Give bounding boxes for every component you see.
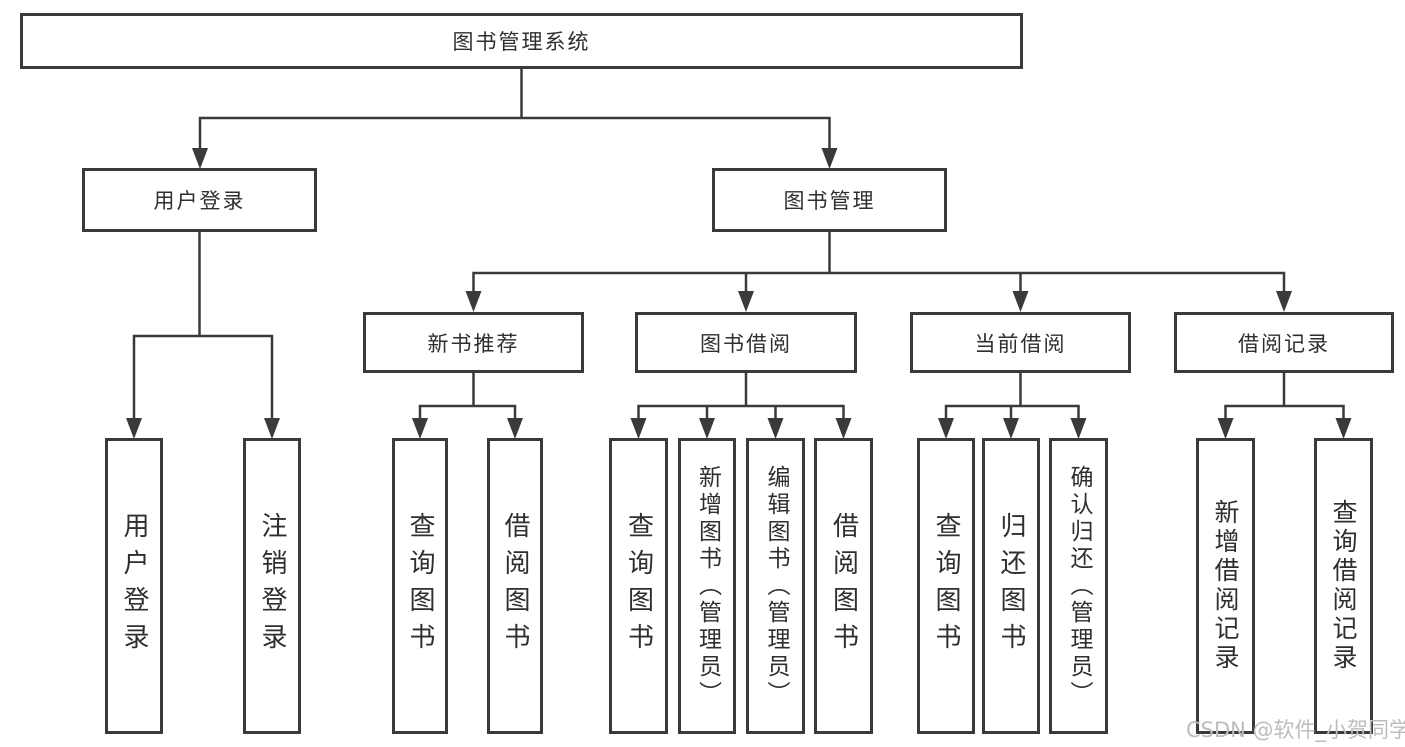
node-current-borrowing-label: 当前借阅 [974, 331, 1067, 356]
leaf-edit-book-admin: 编辑图书（管理员） [746, 438, 805, 734]
node-root-label: 图书管理系统 [452, 30, 591, 54]
leaf-query-borrow-record: 查询借阅记录 [1314, 438, 1373, 734]
watermark-text: CSDN @软件_小贺同学 [1186, 718, 1405, 742]
leaf-query-borrow-record-label: 查询借阅记录 [1329, 499, 1358, 673]
leaf-logout: 注销登录 [243, 438, 301, 734]
leaf-confirm-return-admin-label: 确认归还（管理员） [1066, 464, 1092, 708]
leaf-borrow-books-borrow: 借阅图书 [814, 438, 873, 734]
leaf-add-borrow-record-label: 新增借阅记录 [1211, 499, 1240, 673]
node-new-book-recommend: 新书推荐 [363, 312, 584, 373]
node-book-borrowing-label: 图书借阅 [700, 331, 792, 356]
leaf-borrow-books-recommend: 借阅图书 [487, 438, 543, 734]
leaf-query-books-recommend: 查询图书 [392, 438, 448, 734]
leaf-query-books-borrow: 查询图书 [609, 438, 668, 734]
leaf-return-book: 归还图书 [982, 438, 1040, 734]
leaf-query-books-current: 查询图书 [917, 438, 975, 734]
leaf-borrow-books-recommend-label: 借阅图书 [500, 512, 530, 660]
leaf-add-book-admin-label: 新增图书（管理员） [694, 464, 721, 708]
leaf-logout-label: 注销登录 [257, 512, 287, 660]
node-book-management: 图书管理 [712, 168, 947, 232]
leaf-user-login-label: 用户登录 [119, 512, 149, 660]
node-new-book-recommend-label: 新书推荐 [427, 331, 520, 356]
leaf-confirm-return-admin: 确认归还（管理员） [1049, 438, 1108, 734]
node-current-borrowing: 当前借阅 [910, 312, 1131, 373]
node-user-login-label: 用户登录 [153, 189, 246, 213]
leaf-edit-book-admin-label: 编辑图书（管理员） [763, 464, 789, 708]
arrowheads [126, 148, 1352, 439]
node-root: 图书管理系统 [20, 13, 1023, 69]
leaf-add-borrow-record: 新增借阅记录 [1196, 438, 1255, 734]
node-book-borrowing: 图书借阅 [635, 312, 857, 373]
node-borrowing-records: 借阅记录 [1174, 312, 1394, 373]
leaf-return-book-label: 归还图书 [996, 512, 1026, 660]
node-borrowing-records-label: 借阅记录 [1238, 331, 1330, 356]
leaf-borrow-books-borrow-label: 借阅图书 [828, 512, 859, 660]
node-book-management-label: 图书管理 [783, 189, 876, 213]
leaf-query-books-recommend-label: 查询图书 [405, 512, 435, 660]
node-user-login: 用户登录 [82, 168, 317, 232]
leaf-user-login: 用户登录 [105, 438, 163, 734]
leaf-add-book-admin: 新增图书（管理员） [678, 438, 736, 734]
leaf-query-books-borrow-label: 查询图书 [623, 512, 654, 660]
leaf-query-books-current-label: 查询图书 [931, 512, 961, 660]
